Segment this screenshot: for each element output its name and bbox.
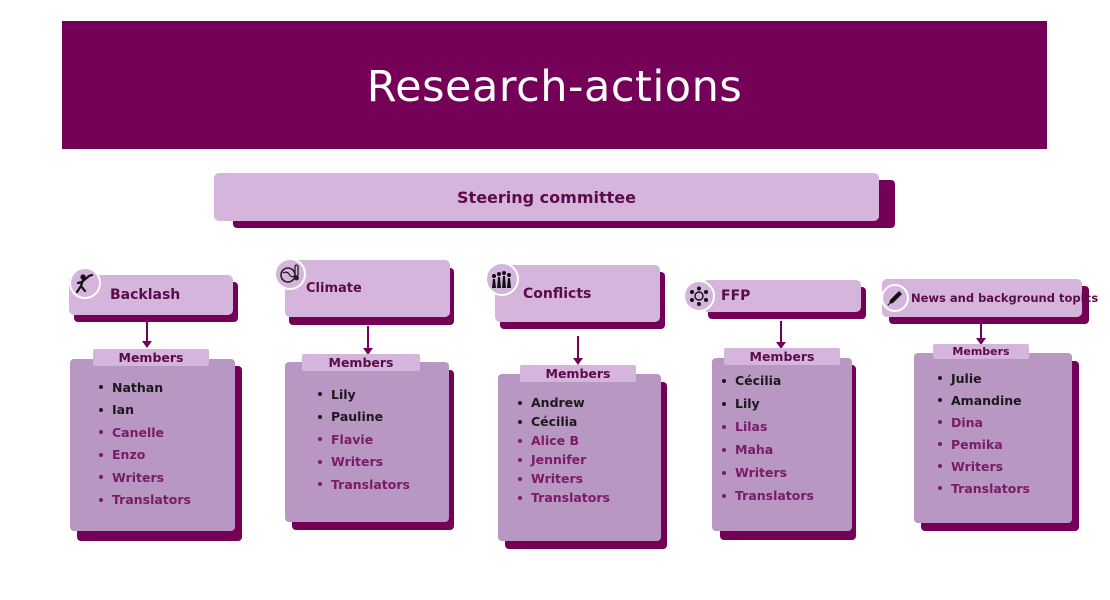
member-item: Andrew bbox=[518, 393, 610, 412]
page-title: Research-actions bbox=[366, 61, 743, 112]
member-item: Pauline bbox=[318, 406, 410, 429]
arrow-head bbox=[363, 348, 373, 355]
arrow-line bbox=[980, 323, 982, 341]
member-item: Pemika bbox=[938, 433, 1030, 455]
member-item: Ian bbox=[99, 399, 191, 422]
fist-raised-icon bbox=[69, 267, 101, 299]
arrow-line bbox=[577, 336, 579, 360]
member-item: Flavie bbox=[318, 428, 410, 451]
member-item: Lily bbox=[318, 383, 410, 406]
member-item: Writers bbox=[318, 451, 410, 474]
column-title: News and background topics bbox=[911, 291, 1099, 305]
member-item: Cécilia bbox=[722, 369, 814, 392]
column-header-ffp: FFP bbox=[703, 280, 861, 312]
member-item: Enzo bbox=[99, 444, 191, 467]
member-item: Nathan bbox=[99, 376, 191, 399]
members-tab: Members bbox=[93, 349, 209, 366]
arrow-line bbox=[367, 326, 369, 351]
member-item: Amandine bbox=[938, 389, 1030, 411]
member-item: Writers bbox=[938, 455, 1030, 477]
member-item: Translators bbox=[99, 489, 191, 512]
column-title: Conflicts bbox=[523, 285, 592, 302]
steering-committee-label: Steering committee bbox=[457, 187, 636, 207]
arrow-line bbox=[146, 322, 148, 344]
arrow-line bbox=[780, 321, 782, 344]
members-tab: Members bbox=[520, 365, 636, 382]
member-item: Translators bbox=[518, 488, 610, 507]
member-item: Dina bbox=[938, 411, 1030, 433]
members-tab: Members bbox=[933, 344, 1029, 359]
member-item: Cécilia bbox=[518, 412, 610, 431]
arrow-head bbox=[142, 341, 152, 348]
column-header-conflicts: Conflicts bbox=[495, 265, 660, 322]
globe-thermometer-icon bbox=[274, 258, 306, 290]
member-item: Translators bbox=[722, 484, 814, 507]
steering-committee-box: Steering committee bbox=[214, 173, 879, 221]
people-circle-icon bbox=[683, 280, 715, 312]
member-item: Translators bbox=[938, 477, 1030, 499]
pen-icon bbox=[881, 284, 909, 312]
member-item: Maha bbox=[722, 438, 814, 461]
member-item: Jennifer bbox=[518, 450, 610, 469]
member-item: Alice B bbox=[518, 431, 610, 450]
column-title: FFP bbox=[721, 288, 751, 304]
arrow-head bbox=[573, 358, 583, 365]
member-item: Canelle bbox=[99, 421, 191, 444]
member-item: Julie bbox=[938, 367, 1030, 389]
member-item: Writers bbox=[99, 466, 191, 489]
members-tab: Members bbox=[724, 348, 840, 365]
column-header-climate: Climate bbox=[285, 260, 450, 317]
member-item: Lily bbox=[722, 392, 814, 415]
member-item: Writers bbox=[722, 461, 814, 484]
member-item: Translators bbox=[318, 473, 410, 496]
member-item: Lilas bbox=[722, 415, 814, 438]
crowd-icon bbox=[485, 262, 519, 296]
member-item: Writers bbox=[518, 469, 610, 488]
column-title: Backlash bbox=[110, 287, 181, 303]
members-tab: Members bbox=[302, 354, 420, 371]
title-banner: Research-actions bbox=[62, 21, 1047, 149]
arrow-head bbox=[976, 338, 986, 345]
column-header-news: News and background topics bbox=[882, 279, 1098, 317]
column-title: Climate bbox=[306, 281, 362, 296]
arrow-head bbox=[776, 342, 786, 349]
